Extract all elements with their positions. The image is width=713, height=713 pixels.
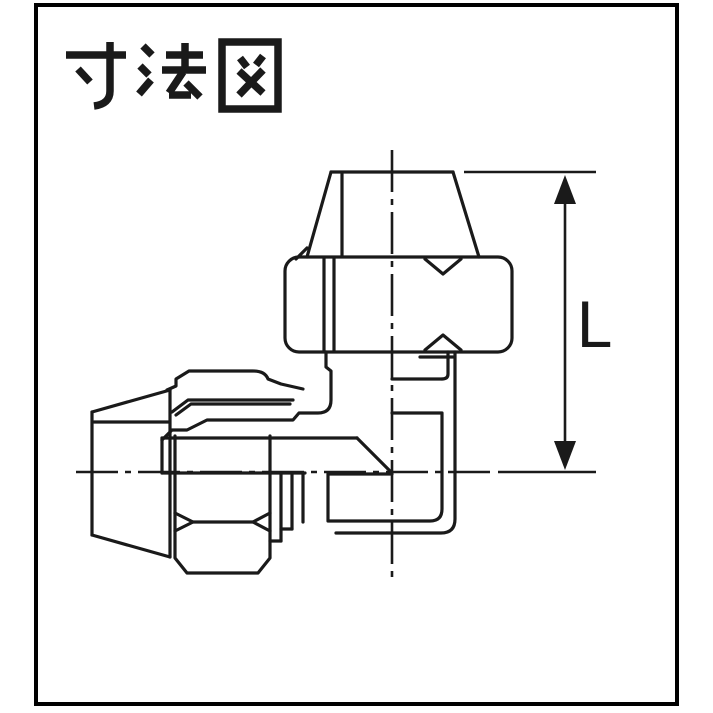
arrow-down-icon	[554, 441, 576, 470]
arrow-up-icon	[554, 175, 576, 204]
nut-chamfer-left	[173, 511, 195, 533]
left-tube-sleeve	[90, 388, 172, 559]
page-title	[66, 38, 282, 113]
nut-chamfer-top	[423, 257, 463, 276]
dimension-l: L	[464, 170, 611, 474]
dimension-label: L	[576, 289, 611, 362]
title-glyph-zu	[218, 38, 282, 113]
left-collar	[268, 471, 305, 543]
left-hex-nut	[173, 434, 272, 575]
title-glyph-hou	[136, 43, 206, 100]
top-tube-sleeve	[294, 170, 481, 261]
nut-chamfer-bottom	[423, 333, 463, 352]
elbow-body	[160, 350, 457, 535]
top-collar	[390, 350, 455, 381]
nut-chamfer-right	[251, 511, 272, 533]
border-frame	[34, 3, 679, 706]
title-glyph-sun	[66, 42, 126, 110]
top-hex-nut	[283, 255, 514, 354]
